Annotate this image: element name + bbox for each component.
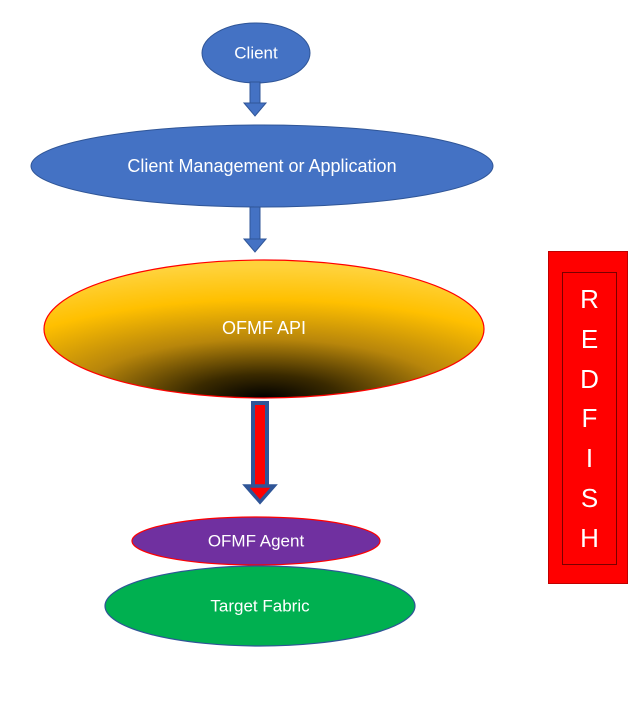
arrow-management-to-api — [242, 206, 268, 253]
ofmf-agent-label: OFMF Agent — [208, 531, 305, 550]
redfish-letter: R — [580, 283, 599, 314]
redfish-letter: F — [581, 403, 598, 434]
redfish-letter: H — [580, 522, 599, 553]
redfish-inner-frame: R E D F I S H — [562, 272, 617, 565]
client-management-label: Client Management or Application — [127, 156, 396, 176]
client-node: Client — [201, 22, 311, 84]
client-label: Client — [234, 43, 278, 62]
ofmf-agent-node: OFMF Agent — [131, 516, 381, 566]
target-fabric-node: Target Fabric — [104, 565, 416, 647]
redfish-letter: E — [580, 323, 599, 354]
target-fabric-label: Target Fabric — [210, 596, 310, 615]
redfish-letter: D — [580, 363, 599, 394]
redfish-panel: R E D F I S H — [548, 251, 628, 584]
client-management-node: Client Management or Application — [30, 124, 494, 208]
ofmf-api-label: OFMF API — [222, 318, 306, 338]
arrow-api-to-agent — [242, 401, 278, 505]
ofmf-api-node: OFMF API — [43, 259, 485, 399]
redfish-letter: I — [585, 443, 594, 474]
arrow-client-to-management — [242, 81, 268, 117]
redfish-letter: S — [580, 483, 599, 514]
